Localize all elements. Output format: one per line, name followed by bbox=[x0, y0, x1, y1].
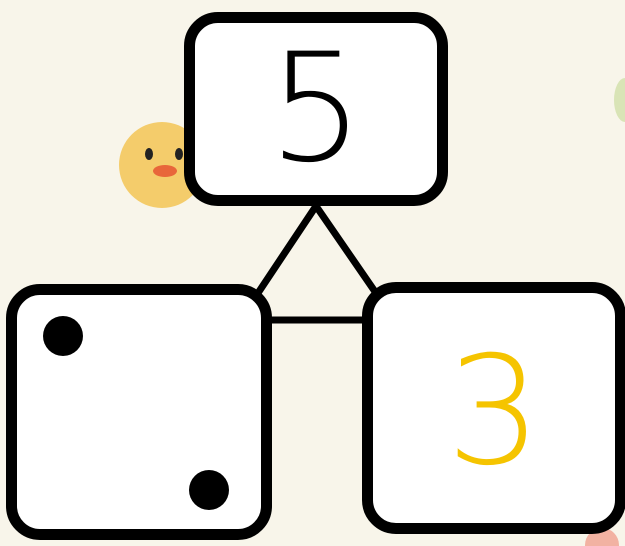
dice-pip bbox=[43, 316, 83, 356]
green-bubble-decoration bbox=[614, 78, 625, 122]
part-card[interactable]: 3 bbox=[362, 282, 625, 534]
dice-card[interactable] bbox=[6, 284, 272, 540]
dice-pip bbox=[189, 470, 229, 510]
part-number: 3 bbox=[373, 297, 615, 527]
total-card: 5 bbox=[184, 12, 448, 206]
connector-top-right bbox=[316, 206, 378, 296]
total-number: 5 bbox=[195, 23, 437, 195]
connector-top-left bbox=[256, 206, 316, 296]
